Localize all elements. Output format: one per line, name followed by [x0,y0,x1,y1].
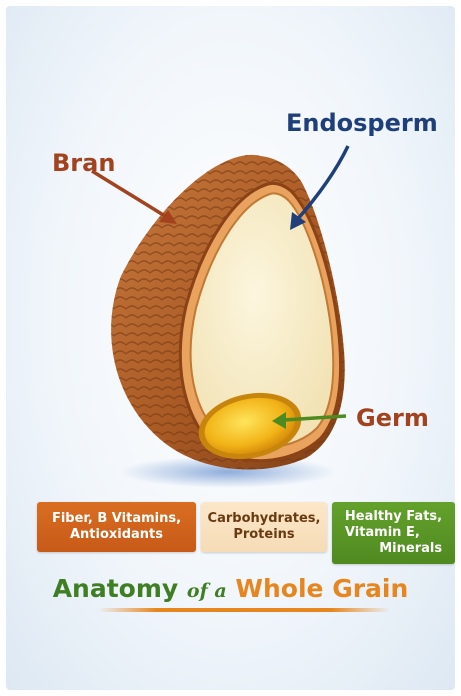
title-underline [98,608,390,612]
title-part-whole-grain: Whole Grain [235,574,408,603]
germ-nutrients-line-2: Vitamin E, [345,525,442,541]
title-part-of-a: of a [187,580,227,602]
germ-nutrients-line-1: Healthy Fats, [345,509,442,525]
germ-nutrients-line-3: Minerals [345,541,442,557]
page-title: Anatomy of a Whole Grain [6,574,455,603]
endosperm-label: Endosperm [286,109,438,137]
endosperm-nutrients-box: Carbohydrates, Proteins [201,502,327,552]
bran-nutrients-text: Fiber, B Vitamins, Antioxidants [37,511,196,543]
germ-nutrients-box: Healthy Fats, Vitamin E, Minerals [332,502,455,564]
bran-label: Bran [52,149,115,177]
bran-arrow [92,171,177,224]
diagram-canvas: Endosperm Bran Germ Fiber, B Vitamins, A… [6,6,455,690]
germ-label: Germ [356,404,429,432]
bran-nutrients-box: Fiber, B Vitamins, Antioxidants [37,502,196,552]
endosperm-nutrients-text: Carbohydrates, Proteins [201,511,327,543]
title-part-anatomy: Anatomy [53,574,179,603]
